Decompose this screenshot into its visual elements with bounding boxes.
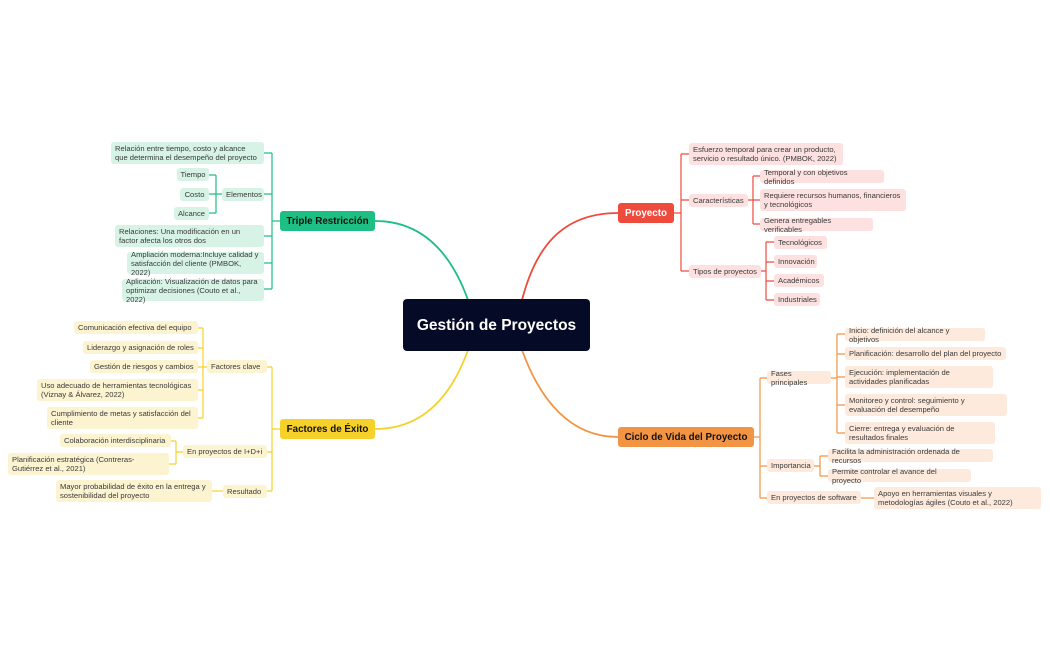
triple-elementos[interactable]: Elementos [222,188,264,201]
link-fases-items [831,333,845,434]
factor-clave-item[interactable]: Cumplimiento de metas y satisfacción del… [47,407,198,429]
link-central-triple [374,220,469,301]
link-factores-children [267,366,280,492]
link-clave-items [198,327,207,419]
fase-item[interactable]: Monitoreo y control: seguimiento y evalu… [845,394,1007,416]
ciclo-fases[interactable]: Fases principales [767,369,831,387]
link-ciclo-children [754,377,767,499]
link-elementos-items [209,174,222,214]
factor-clave-item[interactable]: Uso adecuado de herramientas tecnológica… [37,379,198,401]
ciclo-software[interactable]: En proyectos de software [767,491,861,504]
triple-ampliacion[interactable]: Ampliación moderna:Incluye calidad y sat… [127,250,264,277]
fase-item[interactable]: Ejecución: implementación de actividades… [845,366,993,388]
factor-clave-item[interactable]: Gestión de riesgos y cambios [90,360,198,373]
resultado-item[interactable]: Mayor probabilidad de éxito en la entreg… [56,480,212,502]
proyecto-definicion[interactable]: Esfuerzo temporal para crear un producto… [689,143,843,165]
triple-relacion[interactable]: Relación entre tiempo, costo y alcance q… [111,142,264,164]
elemento-item[interactable]: Tiempo [177,168,209,181]
elemento-item[interactable]: Costo [180,188,209,201]
link-central-proyecto [521,212,619,301]
tipo-item[interactable]: Innovación [774,255,817,268]
triple-aplicacion[interactable]: Aplicación: Visualización de datos para … [122,277,264,304]
fase-item[interactable]: Inicio: definición del alcance y objetiv… [845,326,985,344]
factores-resultado[interactable]: Resultado [223,485,267,498]
link-central-factores [374,349,469,430]
factor-clave-item[interactable]: Comunicación efectiva del equipo [74,321,198,334]
link-importancia-items [814,455,828,477]
ciclo-importancia[interactable]: Importancia [767,459,814,472]
tipo-item[interactable]: Industriales [774,293,820,306]
factores-idi[interactable]: En proyectos de I+D+i [183,445,267,458]
fase-item[interactable]: Planificación: desarrollo del plan del p… [845,347,1006,360]
branch-ciclo-de-vida[interactable]: Ciclo de Vida del Proyecto [618,427,754,447]
central-topic[interactable]: Gestión de Proyectos [403,299,590,351]
link-caracteristicas-items [748,175,760,225]
caracteristica-item[interactable]: Requiere recursos humanos, financieros y… [760,189,906,211]
proyecto-caracteristicas[interactable]: Características [689,194,748,207]
caracteristica-item[interactable]: Genera entregables verificables [760,216,873,234]
branch-triple-restriccion[interactable]: Triple Restricción [280,211,375,231]
caracteristica-item[interactable]: Temporal y con objetivos definidos [760,168,884,186]
importancia-item[interactable]: Permite controlar el avance del proyecto [828,467,971,485]
fase-item[interactable]: Cierre: entrega y evaluación de resultad… [845,422,995,444]
factores-clave[interactable]: Factores clave [207,360,267,373]
tipo-item[interactable]: Académicos [774,274,824,287]
branch-factores-de-exito[interactable]: Factores de Éxito [280,419,375,439]
link-idi-items [169,440,183,465]
tipo-item[interactable]: Tecnológicos [774,236,827,249]
proyecto-tipos[interactable]: Tipos de proyectos [689,265,761,278]
link-triple-children [264,152,280,290]
link-tipos-items [761,241,774,301]
link-central-ciclo [521,349,619,438]
triple-relaciones[interactable]: Relaciones: Una modificación en un facto… [115,225,264,247]
idi-item[interactable]: Planificación estratégica (Contreras-Gut… [8,453,169,475]
importancia-item[interactable]: Facilita la administración ordenada de r… [828,447,993,465]
branch-proyecto[interactable]: Proyecto [618,203,674,223]
software-item[interactable]: Apoyo en herramientas visuales y metodol… [874,487,1041,509]
elemento-item[interactable]: Alcance [174,207,209,220]
idi-item[interactable]: Colaboración interdisciplinaria [60,434,171,447]
factor-clave-item[interactable]: Liderazgo y asignación de roles [83,341,198,354]
